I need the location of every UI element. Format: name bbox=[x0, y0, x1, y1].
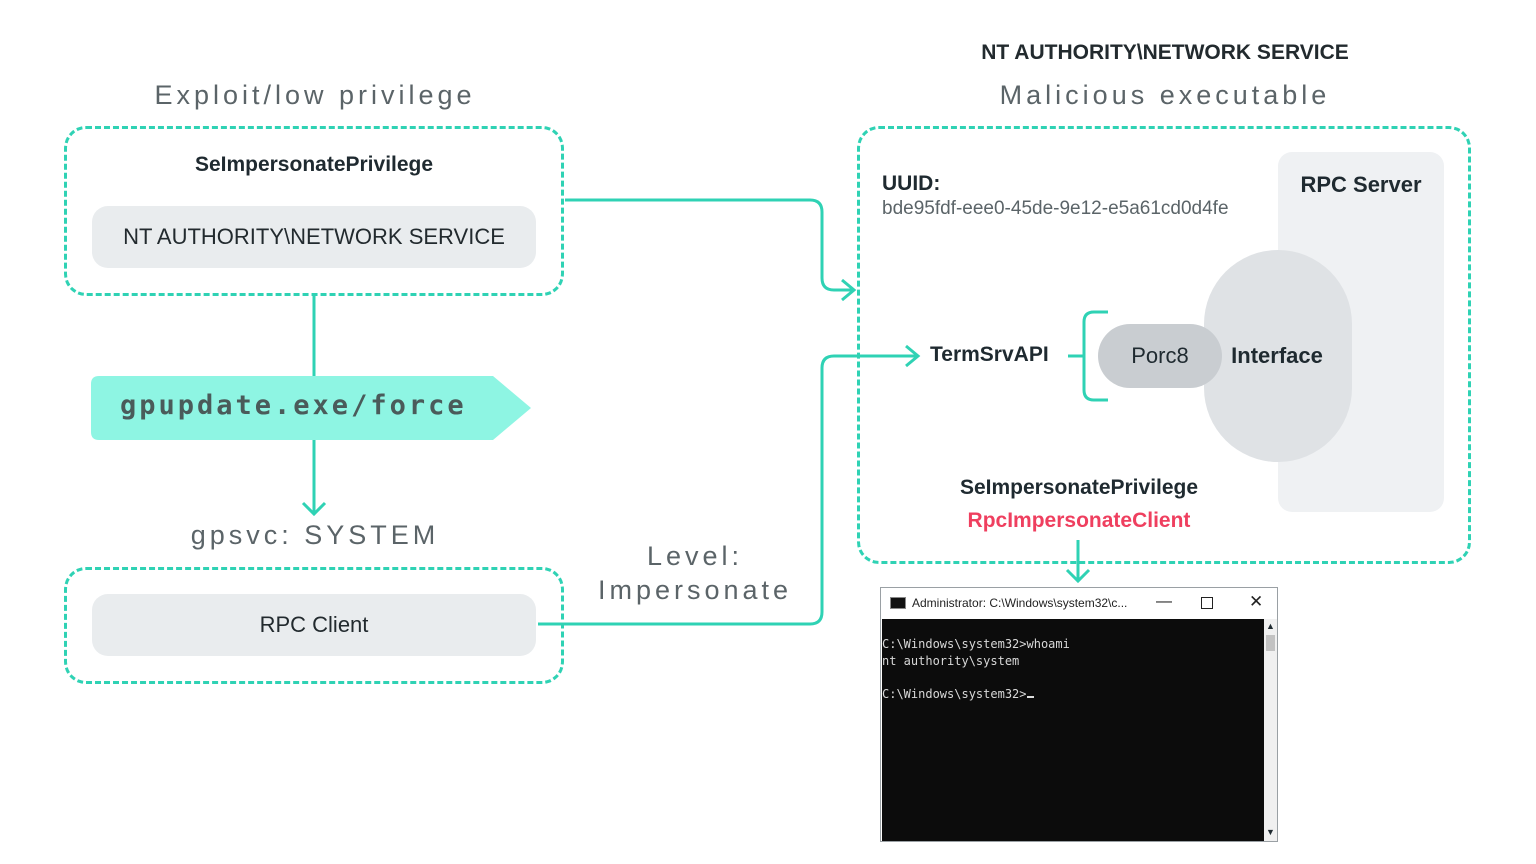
account-label: NT AUTHORITY\NETWORK SERVICE bbox=[123, 224, 505, 249]
terminal-output[interactable]: C:\Windows\system32>whoami nt authority\… bbox=[882, 619, 1264, 841]
maximize-icon[interactable] bbox=[1201, 597, 1213, 609]
scroll-up-icon[interactable]: ▲ bbox=[1266, 621, 1275, 631]
level-line2: Impersonate bbox=[597, 575, 793, 605]
uuid-value: bde95fdf-eee0-45de-9e12-e5a61cd0d4fe bbox=[882, 198, 1229, 219]
close-icon[interactable]: ✕ bbox=[1249, 592, 1264, 611]
privilege-title: SeImpersonatePrivilege bbox=[194, 153, 434, 176]
terminal-line-2: nt authority\system bbox=[882, 653, 1020, 668]
system-box bbox=[64, 567, 564, 684]
porc8-label: Porc8 bbox=[1131, 343, 1189, 368]
account-pill: NT AUTHORITY\NETWORK SERVICE bbox=[92, 206, 536, 268]
scroll-down-icon[interactable]: ▼ bbox=[1266, 827, 1275, 837]
terminal-titlebar: Administrator: C:\Windows\system32\c... … bbox=[881, 588, 1277, 618]
porc8-node: Porc8 bbox=[1098, 324, 1222, 388]
malicious-box bbox=[857, 126, 1471, 564]
privilege-label: SeImpersonatePrivilege bbox=[959, 476, 1199, 499]
level-line1: Level: bbox=[646, 541, 744, 571]
malicious-heading: Malicious executable bbox=[999, 80, 1331, 110]
termsrvapi-label: TermSrvAPI bbox=[930, 343, 1049, 366]
terminal-window: Administrator: C:\Windows\system32\c... … bbox=[880, 587, 1278, 842]
terminal-prompt: C:\Windows\system32> bbox=[882, 686, 1027, 701]
gpsvc-heading: gpsvc: SYSTEM bbox=[190, 520, 440, 550]
interface-label: Interface bbox=[1231, 343, 1323, 368]
cmd-icon bbox=[890, 597, 906, 609]
scroll-thumb[interactable] bbox=[1266, 635, 1275, 651]
cursor bbox=[1026, 695, 1034, 698]
terminal-line-1: C:\Windows\system32>whoami bbox=[882, 637, 1070, 651]
rpc-client-label: RPC Client bbox=[259, 612, 369, 637]
terminal-scrollbar[interactable]: ▲ ▼ bbox=[1264, 619, 1277, 841]
rpc-impersonate-label: RpcImpersonateClient bbox=[967, 509, 1191, 532]
account-heading: NT AUTHORITY\NETWORK SERVICE bbox=[981, 41, 1349, 64]
exploit-heading: Exploit/low privilege bbox=[154, 80, 476, 110]
command-banner bbox=[91, 376, 531, 440]
terminal-title: Administrator: C:\Windows\system32\c... bbox=[912, 596, 1128, 610]
terminal-line-3: C:\Windows\system32> bbox=[882, 686, 1264, 703]
rpc-client-pill: RPC Client bbox=[92, 594, 536, 656]
uuid-label: UUID: bbox=[882, 172, 941, 195]
low-privilege-box bbox=[64, 126, 564, 296]
minimize-icon[interactable]: — bbox=[1156, 593, 1172, 610]
rpc-server-label: RPC Server bbox=[1300, 172, 1422, 197]
interface-node bbox=[1204, 250, 1352, 462]
command-text: gpupdate.exe/force bbox=[120, 390, 467, 421]
